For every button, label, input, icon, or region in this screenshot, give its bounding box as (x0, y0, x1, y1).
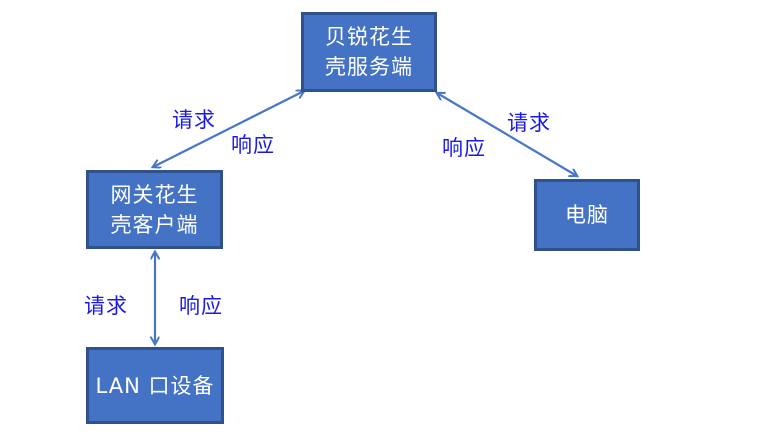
node-gateway-box: 网关花生 壳客户端 (86, 170, 223, 249)
node-gateway-label-line2: 壳客户端 (110, 212, 199, 237)
node-gateway-label-line1: 网关花生 (110, 182, 199, 207)
node-server-label-line2: 壳服务端 (325, 55, 413, 79)
node-lan-label: LAN 口设备 (95, 373, 215, 398)
edge-label-request-gateway-server: 请求 (172, 108, 216, 132)
edge-label-request-lan-gateway: 请求 (84, 294, 128, 318)
edge-label-request-pc-server: 请求 (507, 111, 551, 135)
node-pc-label: 电脑 (565, 203, 609, 227)
edge-label-response-lan-gateway: 响应 (179, 294, 223, 318)
edge-label-response-gateway-server: 响应 (231, 133, 275, 157)
node-server-label-line1: 贝锐花生 (325, 25, 413, 49)
edge-label-response-pc-server: 响应 (442, 136, 486, 160)
node-pc-box: 电脑 (534, 179, 640, 251)
node-lan-box: LAN 口设备 (86, 347, 224, 424)
node-server-box: 贝锐花生 壳服务端 (301, 12, 437, 92)
